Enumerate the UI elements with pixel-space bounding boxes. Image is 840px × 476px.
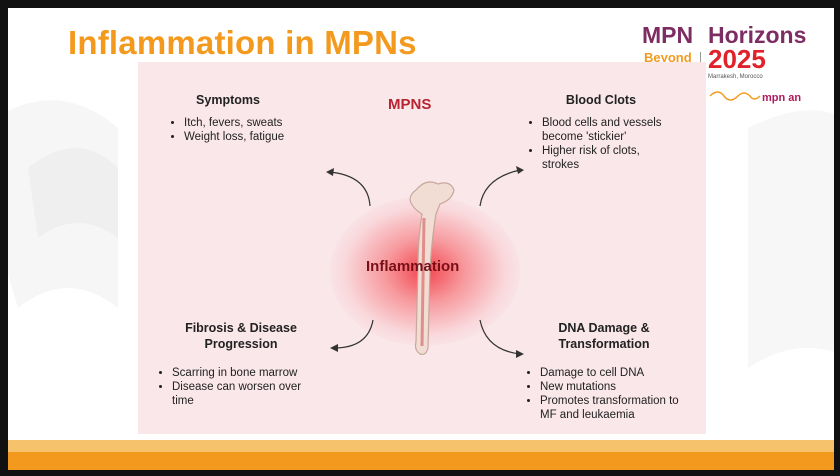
curved-arrow-icon (479, 319, 521, 355)
slide-title: Inflammation in MPNs (68, 24, 417, 61)
mpn-horizons-logo: MPN Horizons Beyond 2025 Marrakesh, Moro… (642, 22, 822, 112)
list-item: Itch, fevers, sweats (184, 116, 288, 130)
inflammation-label: Inflammation (366, 258, 460, 275)
brand-city: Marrakesh, Morocco (708, 74, 763, 80)
brand-horizons: Horizons (708, 22, 807, 48)
dna-heading-line1: DNA Damage & (558, 321, 650, 335)
list-item: Promotes transformation to MF and leukae… (540, 394, 684, 422)
slide: Inflammation in MPNs MPN Horizons Beyond… (8, 8, 834, 470)
symptoms-block: Symptoms Itch, fevers, sweats Weight los… (168, 92, 288, 144)
fibrosis-heading-line1: Fibrosis & Disease (185, 321, 297, 335)
brand-divider (700, 52, 701, 66)
fibrosis-heading-line2: Progression (204, 337, 278, 351)
symptoms-list: Itch, fevers, sweats Weight loss, fatigu… (168, 116, 288, 144)
curved-arrow-icon (333, 319, 374, 349)
list-item: Blood cells and vessels become 'stickier… (542, 116, 676, 144)
dna-heading: DNA Damage & Transformation (524, 320, 684, 352)
list-item: Scarring in bone marrow (172, 366, 326, 380)
blood-clots-block: Blood Clots Blood cells and vessels beco… (526, 92, 676, 172)
blood-clots-heading: Blood Clots (565, 93, 637, 107)
symptoms-heading: Symptoms (196, 93, 260, 107)
dna-block: DNA Damage & Transformation Damage to ce… (524, 320, 684, 422)
bone-icon (409, 181, 455, 355)
partner-logo: mpn an (762, 92, 802, 104)
brand-year: 2025 (708, 44, 766, 74)
list-item: Higher risk of clots, strokes (542, 144, 676, 172)
dna-heading-line2: Transformation (558, 337, 650, 351)
brand-mpn: MPN (642, 22, 694, 48)
fibrosis-list: Scarring in bone marrow Disease can wors… (156, 366, 326, 408)
swirl-icon (709, 91, 761, 101)
fibrosis-heading: Fibrosis & Disease Progression (156, 320, 326, 352)
mpns-label: MPNS (388, 96, 432, 113)
brand-beyond: Beyond (644, 50, 692, 65)
list-item: Damage to cell DNA (540, 366, 684, 380)
arrows-and-bone (326, 166, 524, 358)
dna-list: Damage to cell DNA New mutations Promote… (524, 366, 684, 422)
list-item: New mutations (540, 380, 684, 394)
fibrosis-block: Fibrosis & Disease Progression Scarring … (156, 320, 326, 408)
list-item: Disease can worsen over time (172, 380, 326, 408)
blood-clots-list: Blood cells and vessels become 'stickier… (526, 116, 676, 172)
curved-arrow-icon (479, 169, 521, 207)
curved-arrow-icon (329, 171, 371, 207)
background-decoration (8, 100, 834, 368)
list-item: Weight loss, fatigue (184, 130, 288, 144)
footer-band-light (8, 440, 834, 452)
